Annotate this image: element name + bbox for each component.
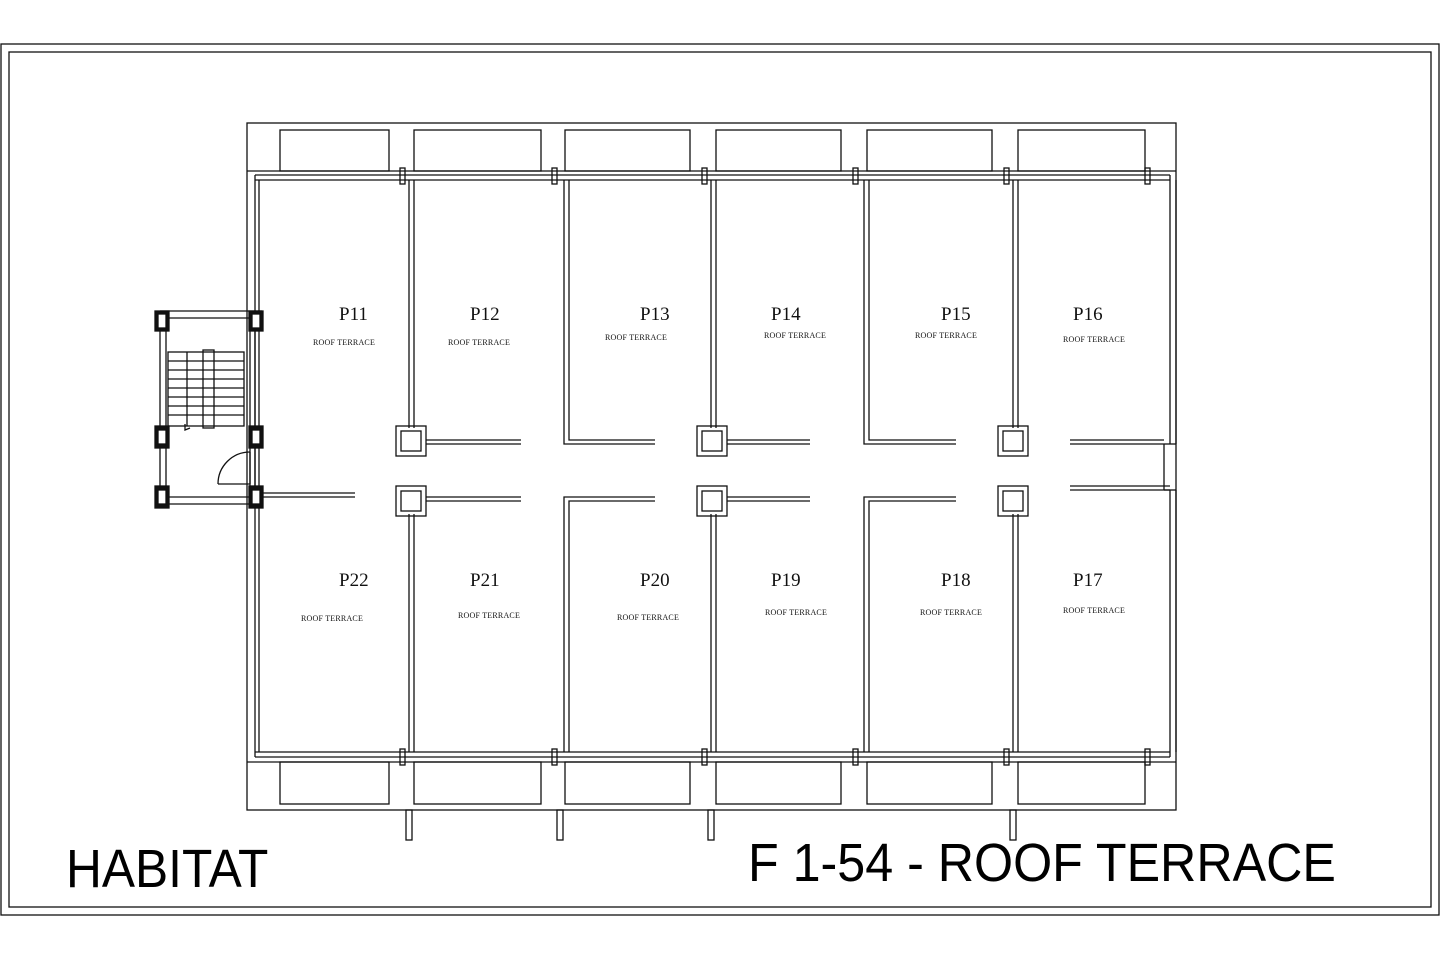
- downpipes: [405, 809, 1017, 841]
- unit-label-p17: P17: [1073, 570, 1103, 591]
- unit-sublabel-p22: ROOF TERRACE: [301, 614, 363, 623]
- sheet-inner-frame: [8, 51, 1432, 908]
- unit-sublabel-p18: ROOF TERRACE: [920, 608, 982, 617]
- unit-sublabel-p14: ROOF TERRACE: [764, 331, 826, 340]
- unit-label-p14: P14: [771, 304, 801, 325]
- unit-label-p11: P11: [339, 304, 368, 325]
- unit-sublabel-p12: ROOF TERRACE: [448, 338, 510, 347]
- unit-label-p12: P12: [470, 304, 500, 325]
- sheet-outer-frame: [0, 43, 1440, 916]
- unit-sublabel-p16: ROOF TERRACE: [1063, 335, 1125, 344]
- unit-label-p16: P16: [1073, 304, 1103, 325]
- unit-sublabel-p17: ROOF TERRACE: [1063, 606, 1125, 615]
- unit-label-p15: P15: [941, 304, 971, 325]
- unit-label-p19: P19: [771, 570, 801, 591]
- unit-sublabel-p13: ROOF TERRACE: [605, 333, 667, 342]
- structural-columns: [395, 425, 1029, 517]
- top-planters: [279, 129, 1146, 172]
- project-name: HABITAT: [66, 839, 269, 899]
- sheet-title: F 1-54 - ROOF TERRACE: [748, 833, 1336, 893]
- terrace-walls: [254, 174, 1177, 758]
- unit-sublabel-p20: ROOF TERRACE: [617, 613, 679, 622]
- partitions-bottom: [259, 485, 1170, 752]
- unit-labels: P11 ROOF TERRACE P12 ROOF TERRACE P13 RO…: [301, 304, 1125, 623]
- unit-label-p22: P22: [339, 570, 369, 591]
- stair-core: [159, 310, 262, 505]
- unit-label-p21: P21: [470, 570, 500, 591]
- unit-sublabel-p11: ROOF TERRACE: [313, 338, 375, 347]
- unit-sublabel-p21: ROOF TERRACE: [458, 611, 520, 620]
- unit-sublabel-p19: ROOF TERRACE: [765, 608, 827, 617]
- unit-label-p18: P18: [941, 570, 971, 591]
- unit-sublabel-p15: ROOF TERRACE: [915, 331, 977, 340]
- partitions-top: [408, 180, 1164, 445]
- unit-label-p13: P13: [640, 304, 670, 325]
- bottom-planters: [279, 761, 1146, 805]
- wall-ticks: [399, 167, 1151, 766]
- unit-label-p20: P20: [640, 570, 670, 591]
